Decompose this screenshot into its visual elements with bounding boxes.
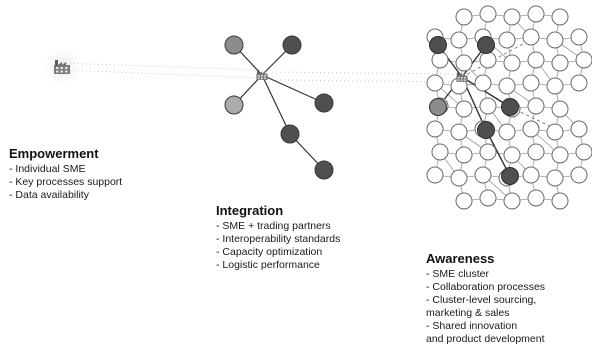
cluster-node [474,166,492,184]
cluster-node [450,123,468,141]
cluster-node [498,77,516,95]
stage-empowerment: Empowerment - Individual SME - Key proce… [9,146,122,202]
sme-icons [38,43,468,91]
cluster-node [474,74,492,92]
cluster-node [527,51,545,69]
cluster-node [527,5,545,23]
cluster-node [431,143,449,161]
stage-item: and product development [426,333,545,345]
cluster-node [498,123,516,141]
stage-item: - SME + trading partners [216,220,331,232]
partner-node [314,160,334,180]
stage-item: - Collaboration processes [426,281,546,293]
cluster-node [551,192,569,210]
cluster-node [455,8,473,26]
cluster-node [527,143,545,161]
cluster-node [522,166,540,184]
cluster-node [551,54,569,72]
cluster-node [503,192,521,210]
cluster-node [503,146,521,164]
cluster-node [570,28,588,46]
cluster-node [479,5,497,23]
active-cluster-node [429,98,447,116]
stage-item: - Key processes support [9,176,123,188]
dotted-connector-lines [61,62,463,83]
cluster-node [570,166,588,184]
cluster-node [575,143,592,161]
cluster-node [527,97,545,115]
partner-node [224,95,244,115]
stage-items: - SME cluster - Collaboration processes … [426,268,545,346]
cluster-dashed-link [461,37,535,78]
cluster-node [570,120,588,138]
partner-node [224,35,244,55]
cluster-node [522,28,540,46]
cluster-strong-link [461,76,511,108]
cluster-node [479,189,497,207]
cluster-node [426,166,444,184]
connector-line [271,71,463,75]
cluster-node [431,51,449,69]
cluster-node [498,31,516,49]
partner-node [314,93,334,113]
cluster-node [503,8,521,26]
cluster-node [522,120,540,138]
cluster-node [479,97,497,115]
cluster-node [479,143,497,161]
cluster-node [527,189,545,207]
stage-title: Empowerment [9,146,99,161]
cluster-node [546,169,564,187]
connector-line [61,69,263,79]
cluster-node [455,146,473,164]
partner-node [282,35,302,55]
active-cluster-node [501,98,519,116]
factory-icon [456,72,468,82]
cluster-node [455,100,473,118]
stage-items: - SME + trading partners - Interoperabil… [216,220,340,272]
stage-title: Integration [216,203,284,218]
cluster-node [426,74,444,92]
network-link [261,74,325,104]
cluster-node [450,31,468,49]
stage-item: - Interoperability standards [216,233,341,245]
awareness-cluster-network [426,5,592,210]
cluster-node [546,31,564,49]
cluster-node [455,192,473,210]
stage-item: - Logistic performance [216,259,320,271]
active-cluster-node [429,36,447,54]
network-link [261,74,291,135]
cluster-node [570,74,588,92]
active-cluster-node [501,167,519,185]
cluster-node [450,169,468,187]
cluster-node [551,100,569,118]
stage-item: - SME cluster [426,268,490,280]
connector-line [61,62,263,71]
cluster-node [546,77,564,95]
cluster-node [522,74,540,92]
stage-item: - Data availability [9,189,89,201]
integration-network [224,35,334,180]
cluster-node [575,51,592,69]
cluster-node [479,51,497,69]
active-cluster-node [477,36,495,54]
active-cluster-node [477,121,495,139]
stage-item: - Capacity optimization [216,246,323,258]
cluster-node [455,54,473,72]
stage-item: - Individual SME [9,163,86,175]
stage-awareness: Awareness - SME cluster - Collaboration … [426,251,545,346]
cluster-node [551,146,569,164]
stage-item: - Cluster-level sourcing, [426,294,537,306]
stage-title: Awareness [426,251,495,266]
stage-item: marketing & sales [426,307,510,319]
stage-item: - Shared innovation [426,320,518,332]
cluster-node [546,123,564,141]
stage-items: - Individual SME - Key processes support… [9,163,122,202]
cluster-node [551,8,569,26]
cluster-node [426,120,444,138]
partner-node [280,124,300,144]
cluster-node [503,54,521,72]
stage-integration: Integration - SME + trading partners - I… [216,203,340,272]
